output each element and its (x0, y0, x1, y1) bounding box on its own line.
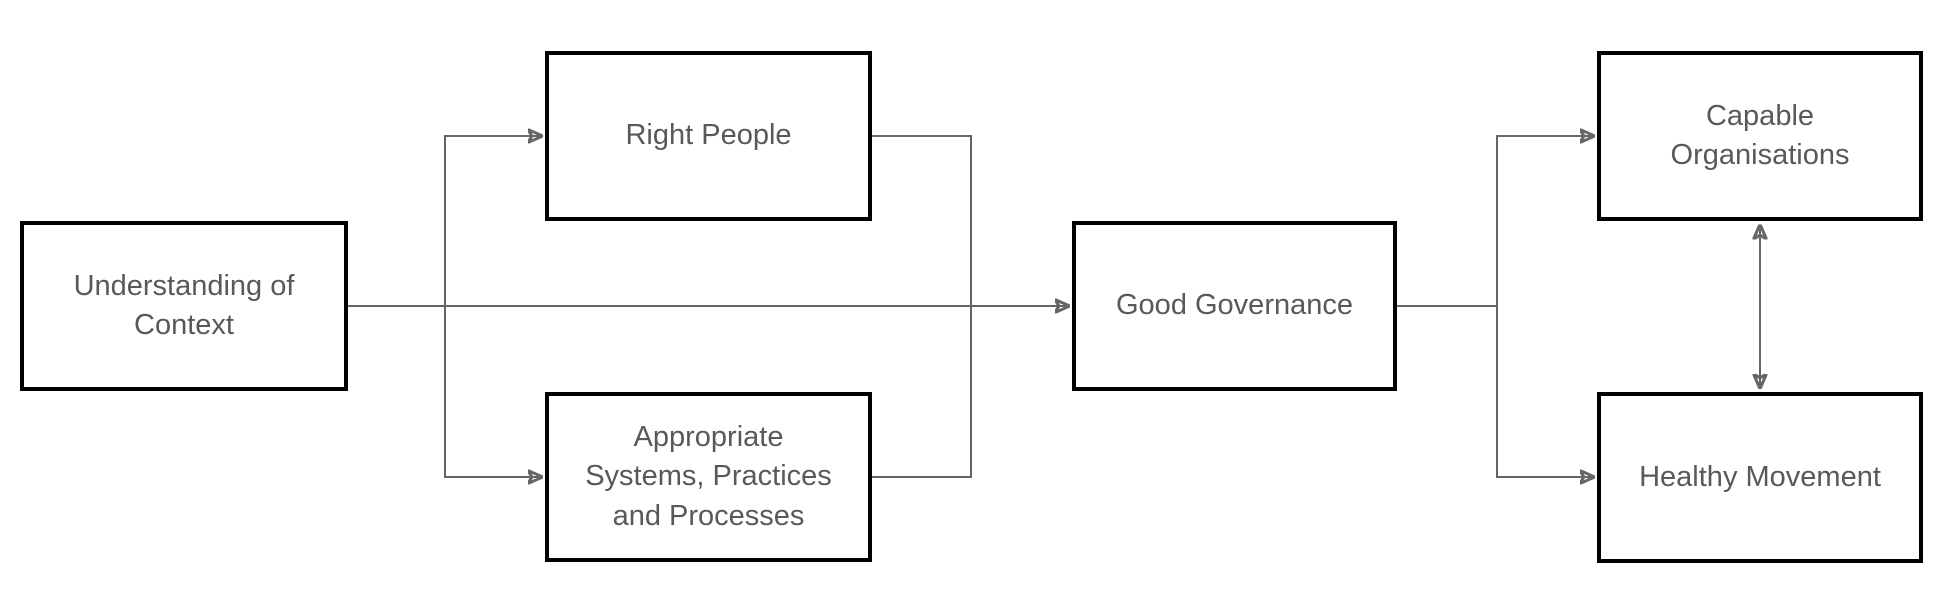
box-appropriate-systems-practices-and-processes: Appropriate Systems, Practices and Proce… (545, 392, 872, 562)
box-appropriate-systems-label: Appropriate Systems, Practices and Proce… (585, 421, 832, 532)
box-good-governance-label: Good Governance (1116, 289, 1353, 322)
box-good-governance: Good Governance (1072, 221, 1397, 391)
connector-governance-to-capable (1496, 136, 1594, 306)
box-healthy-movement: Healthy Movement (1597, 392, 1923, 563)
box-understanding-of-context: Understanding of Context (20, 221, 348, 391)
connector-context-to-right-people (444, 136, 542, 306)
box-capable-organisations: Capable Organisations (1597, 51, 1923, 221)
connector-right-people-merge (872, 135, 972, 306)
box-healthy-movement-label: Healthy Movement (1639, 460, 1881, 493)
connector-context-to-systems (444, 306, 542, 477)
connector-governance-to-healthy (1496, 306, 1594, 477)
box-right-people-label: Right People (625, 119, 792, 152)
box-right-people: Right People (545, 51, 872, 221)
box-understanding-of-context-label: Understanding of Context (73, 269, 295, 341)
box-capable-organisations-label: Capable Organisations (1670, 99, 1850, 171)
connector-systems-merge (872, 306, 972, 478)
